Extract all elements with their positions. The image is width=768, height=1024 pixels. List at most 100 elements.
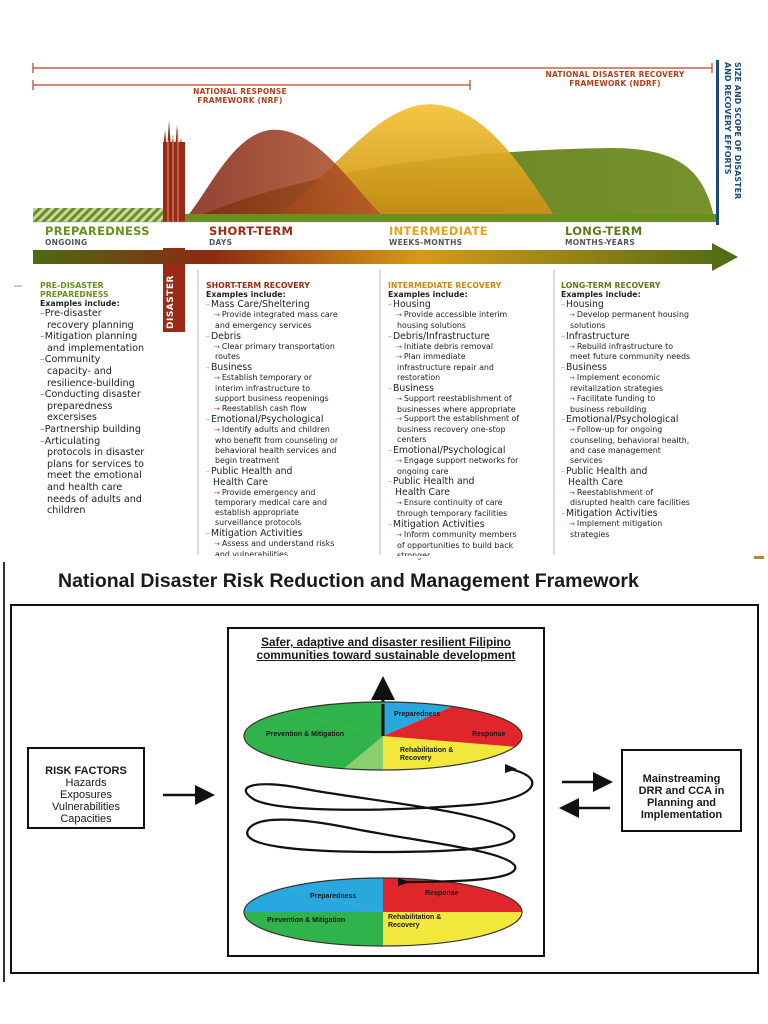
category-heading: Public Health and: [561, 466, 721, 477]
recovery-example-cont: meet future community needs: [570, 352, 691, 362]
recovery-example: →Inform community members: [396, 529, 517, 539]
recovery-example-cont: revitalization strategies: [570, 383, 664, 393]
pre-disaster-item: recovery planning: [47, 319, 134, 331]
lower-preparedness-label: Preparedness: [310, 893, 357, 900]
arrow-icon: →: [569, 520, 575, 529]
category-heading: Business: [388, 383, 552, 394]
recovery-example-cont: of opportunities to build back: [397, 540, 514, 550]
pre-disaster-item: and implementation: [47, 342, 145, 354]
short-term-column: SHORT-TERM RECOVERY Examples include: Ma…: [206, 281, 378, 559]
pre-disaster-item: needs of adults and: [47, 493, 142, 505]
vision-statement: Safer, adaptive and disaster resilient F…: [256, 635, 516, 662]
recovery-example: →Initiate debris removal: [396, 341, 494, 351]
lower-prevention-label: Prevention & Mitigation: [267, 917, 346, 924]
category-heading: Housing: [388, 299, 552, 310]
category-heading: Public Health and: [206, 466, 378, 477]
recovery-example-cont: strategies: [570, 529, 610, 539]
category-heading: Emotional/Psychological: [561, 414, 721, 425]
category-heading: Business: [561, 362, 721, 373]
recovery-example-cont: services: [570, 455, 603, 465]
risk-vulnerabilities: Vulnerabilities: [51, 801, 121, 813]
recovery-example-cont: support business reopenings: [215, 393, 329, 403]
arrow-icon: →: [396, 394, 402, 403]
intermediate-title: INTERMEDIATE RECOVERY: [388, 281, 502, 290]
arrow-icon: →: [396, 353, 402, 362]
recovery-example: →Follow-up for ongoing: [569, 425, 663, 435]
dash-marker: –: [40, 423, 45, 435]
pre-disaster-item: excersises: [47, 412, 97, 424]
recovery-example: →Implement economic: [569, 373, 661, 383]
recovery-example-cont: behavioral health services and: [215, 445, 337, 455]
recovery-example-cont: begin treatment: [215, 455, 280, 465]
recovery-example: →Facilitate funding to: [569, 393, 656, 403]
category-heading: Debris: [206, 331, 378, 342]
pre-disaster-item: –Articulating: [40, 435, 101, 447]
category-heading: Mass Care/Sheltering: [206, 299, 378, 310]
pre-disaster-item: –Pre-disaster: [40, 308, 102, 319]
scope-axis-bar: [716, 60, 719, 225]
pre-disaster-item: and health care: [47, 481, 123, 493]
pre-disaster-item: plans for services to: [47, 458, 145, 470]
arrow-icon: →: [569, 374, 575, 383]
timeline-strip: [33, 222, 716, 248]
arrow-icon: →: [396, 415, 402, 424]
recovery-example: →Assess and understand risks: [214, 538, 335, 548]
pre-disaster-item: capacity- and: [47, 365, 112, 377]
recovery-example-cont: restoration: [397, 372, 441, 382]
recovery-example-cont: ongoing care: [397, 466, 449, 476]
examples-label: Examples include:: [561, 290, 641, 299]
recovery-continuum-graphic: [14, 60, 738, 555]
short-term-curve: [182, 129, 390, 222]
risk-factors-box: RISK FACTORS Hazards Exposures Vulnerabi…: [27, 747, 145, 829]
risk-exposures: Exposures: [60, 789, 112, 801]
risk-factors-heading: RISK FACTORS: [45, 765, 127, 777]
upper-rehabilitation-label: Rehabilitation & Recovery: [400, 747, 454, 762]
short-term-list: Mass Care/Sheltering→Provide integrated …: [206, 299, 378, 559]
long-term-list: Housing→Develop permanent housingsolutio…: [561, 299, 721, 540]
vision-box: [227, 627, 545, 957]
examples-label: Examples include:: [206, 290, 286, 299]
framework-frame: [10, 604, 759, 974]
recovery-example-cont: stronger: [388, 551, 552, 561]
recovery-example: →Support reestablishment of: [396, 393, 512, 403]
recovery-example: →Develop permanent housing: [569, 310, 689, 319]
recovery-example: →Provide integrated mass care: [214, 310, 338, 319]
pre-disaster-item: protocols in disaster: [47, 447, 145, 459]
arrow-icon: →: [569, 488, 575, 497]
recovery-example-cont: housing solutions: [397, 320, 467, 330]
preparedness-band: [33, 208, 168, 222]
pre-disaster-item: children: [47, 505, 86, 517]
arrow-icon: →: [569, 394, 575, 403]
recovery-example-cont: counseling, behavioral health,: [570, 436, 690, 446]
recovery-example: →Clear primary transportation: [214, 341, 335, 351]
pre-disaster-item: –Partnership building: [40, 423, 141, 435]
dash-marker: –: [40, 389, 45, 401]
recovery-example: →Engage support networks for: [396, 455, 519, 465]
intermediate-column: INTERMEDIATE RECOVERY Examples include: …: [388, 281, 552, 560]
dash-marker: –: [40, 331, 45, 343]
pre-disaster-item: meet the emotional: [47, 470, 142, 482]
arrow-icon: →: [214, 342, 220, 351]
pre-disaster-item: preparedness: [47, 400, 113, 412]
category-heading: Emotional/Psychological: [206, 414, 378, 425]
recovery-example-cont: surveillance protocols: [215, 517, 302, 527]
recovery-example: →Provide accessible interim: [396, 310, 508, 319]
category-heading: Health Care: [568, 476, 624, 488]
arrow-icon: →: [396, 456, 402, 465]
recovery-example: →Establish temporary or: [214, 373, 312, 383]
arrow-icon: →: [396, 499, 402, 508]
recovery-example-cont: interim infrastructure to: [215, 383, 311, 393]
arrow-icon: →: [214, 404, 220, 413]
recovery-example-cont: and emergency services: [215, 320, 312, 330]
lower-response-label: Response: [425, 890, 459, 897]
recovery-example: →Implement mitigation: [569, 519, 663, 529]
short-term-title: SHORT-TERM RECOVERY: [206, 281, 310, 290]
mainstreaming-box: Mainstreaming DRR and CCA in Planning an…: [621, 749, 742, 832]
recovery-example-cont: and case management: [570, 445, 661, 455]
category-heading: Mitigation Activities: [388, 519, 552, 530]
left-edge-line: [3, 562, 5, 982]
category-heading: Public Health and: [388, 476, 552, 487]
risk-hazards: Hazards: [65, 777, 107, 789]
